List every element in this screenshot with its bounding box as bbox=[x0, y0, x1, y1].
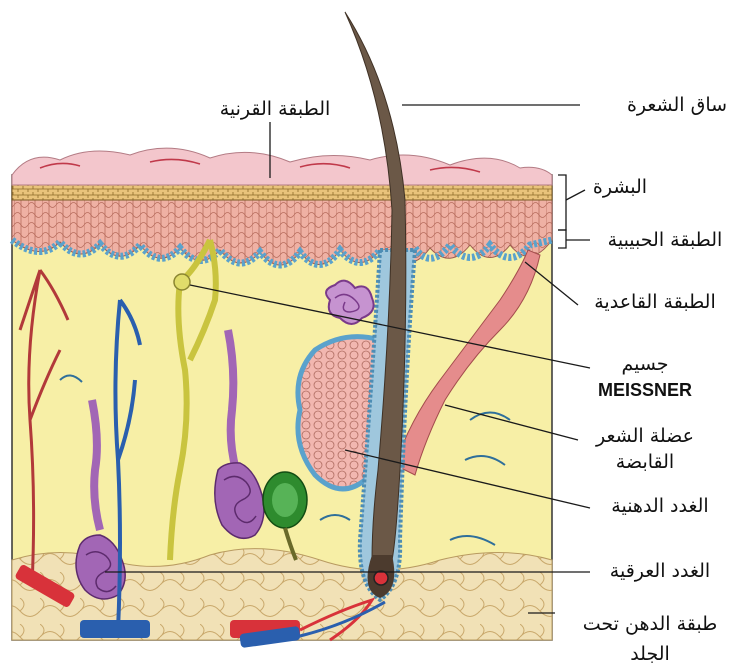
epidermis-bracket bbox=[558, 175, 566, 230]
pacinian-inner bbox=[272, 483, 298, 517]
nerve-ending bbox=[174, 274, 190, 290]
label-arrector-line1: عضلة الشعر bbox=[595, 425, 694, 447]
label-meissner-latin: MEISSNER bbox=[598, 380, 692, 400]
leader-epidermis bbox=[566, 190, 585, 200]
label-sweat: الغدد العرقية bbox=[610, 560, 710, 582]
label-basal-layer: الطبقة القاعدية bbox=[594, 291, 715, 313]
sweat-gland-duct-left bbox=[92, 400, 100, 530]
label-hair-shaft: ساق الشعرة bbox=[627, 94, 727, 116]
granular-bracket bbox=[558, 230, 566, 248]
label-subcutaneous-line1: طبقة الدهن تحت bbox=[583, 613, 717, 635]
label-granular-layer: الطبقة الحبيبية bbox=[608, 229, 723, 251]
vein-bottom-left bbox=[80, 620, 150, 638]
sweat-gland-duct-middle bbox=[228, 330, 236, 470]
stratum-corneum bbox=[12, 148, 552, 185]
label-meissner-arabic: جسيم bbox=[621, 353, 668, 375]
label-epidermis: البشرة bbox=[593, 176, 647, 198]
dermal-papilla bbox=[374, 571, 388, 585]
label-subcutaneous-line2: الجلد bbox=[630, 643, 670, 665]
label-arrector-line2: القابضة bbox=[616, 451, 674, 473]
label-stratum-corneum: الطبقة القرنية bbox=[220, 98, 331, 120]
label-sebaceous: الغدد الدهنية bbox=[611, 495, 708, 517]
